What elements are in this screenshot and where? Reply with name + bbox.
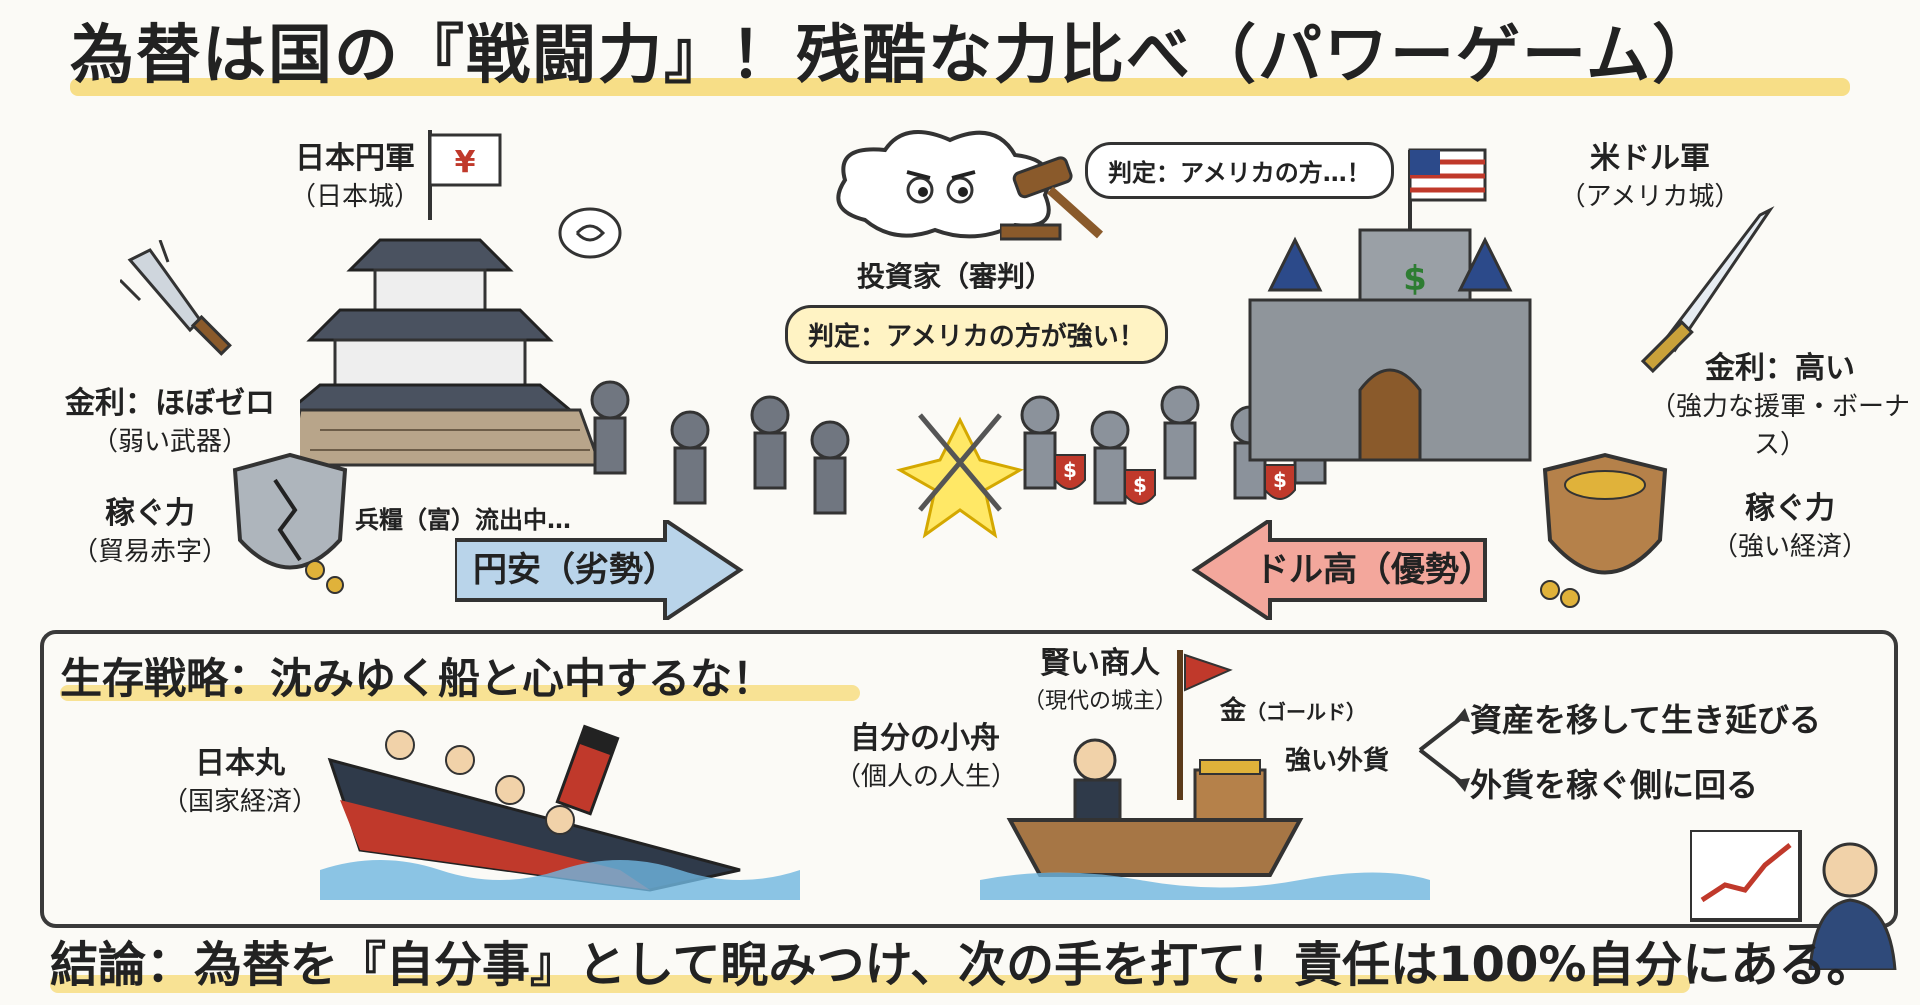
thought-bubble-icon xyxy=(558,207,622,259)
outflow-label: 兵糧（富）流出中… xyxy=(355,506,571,534)
cracked-shield-icon xyxy=(232,452,348,594)
usa-earning-label: 稼ぐ力 （強い経済） xyxy=(1711,491,1868,562)
usa-interest-label: 金利：高い （強力な援軍・ボーナス） xyxy=(1649,351,1910,460)
western-castle-illustration: $ xyxy=(1248,148,1532,462)
conclusion-text: 結論：為替を『自分事』として睨みつけ、次の手を打て！責任は100%自分にある。 xyxy=(50,937,1875,993)
strategy-bullet-2: 外貨を稼ぐ側に回る xyxy=(1470,766,1759,804)
yen-weak-label: 円安（劣勢） xyxy=(473,550,677,590)
strategy-bullet-1: 資産を移して生き延びる xyxy=(1470,701,1822,739)
yen-flag-symbol: ¥ xyxy=(455,145,476,180)
title-highlight xyxy=(70,78,1850,96)
dollar-shield-symbol: $ xyxy=(1133,473,1147,497)
strategy-panel xyxy=(40,630,1898,928)
dollar-shield-symbol: $ xyxy=(1273,468,1287,492)
dollar-strong-arrow xyxy=(1191,520,1487,620)
merchant-boat-illustration xyxy=(980,650,1430,900)
usa-army-label: 米ドル軍 （アメリカ城） xyxy=(1559,141,1741,212)
ship-label: 日本丸 （国家経済） xyxy=(161,746,318,817)
gavel-icon xyxy=(1000,156,1104,241)
strong-sword-icon xyxy=(1640,206,1775,374)
investor-cloud-illustration xyxy=(836,130,1051,239)
verdict-main-bubble: 判定：アメリカの方が強い！ xyxy=(785,305,1168,364)
japan-army-label: 日本円軍 （日本城） xyxy=(289,141,420,212)
yen-weak-arrow xyxy=(455,520,744,620)
branch-arrows-icon xyxy=(1418,708,1470,792)
page-title: 為替は国の『戦闘力』！残酷な力比べ（パワーゲーム） xyxy=(70,19,1719,93)
strong-currency-label: 強い外貨 xyxy=(1285,746,1390,776)
japan-interest-label: 金利：ほぼゼロ （弱い武器） xyxy=(65,386,275,457)
castle-dollar-symbol: $ xyxy=(1403,259,1427,299)
dollar-strong-label: ドル高（優勢） xyxy=(1255,550,1493,590)
investor-label: 投資家（審判） xyxy=(856,260,1053,293)
japanese-castle-illustration: ¥ xyxy=(300,130,603,467)
sinking-ship-illustration xyxy=(320,724,800,900)
conclusion-highlight xyxy=(50,975,1690,993)
japan-earning-label: 稼ぐ力 （貿易赤字） xyxy=(71,496,228,567)
analyst-chart-illustration xyxy=(1690,830,1897,970)
merchant-label: 賢い商人 （現代の城主） xyxy=(1022,646,1177,714)
verdict-top-bubble: 判定：アメリカの方…！ xyxy=(1085,142,1394,199)
strategy-title: 生存戦略：沈みゆく船と心中するな！ xyxy=(60,654,775,703)
boat-label: 自分の小舟 （個人の人生） xyxy=(835,721,1018,792)
strategy-title-highlight xyxy=(60,685,860,701)
gold-label: 金（ゴールド） xyxy=(1220,696,1367,726)
gold-shield-icon xyxy=(1540,452,1668,608)
dollar-shield-symbol: $ xyxy=(1063,458,1077,482)
broken-sword-icon xyxy=(120,240,232,356)
